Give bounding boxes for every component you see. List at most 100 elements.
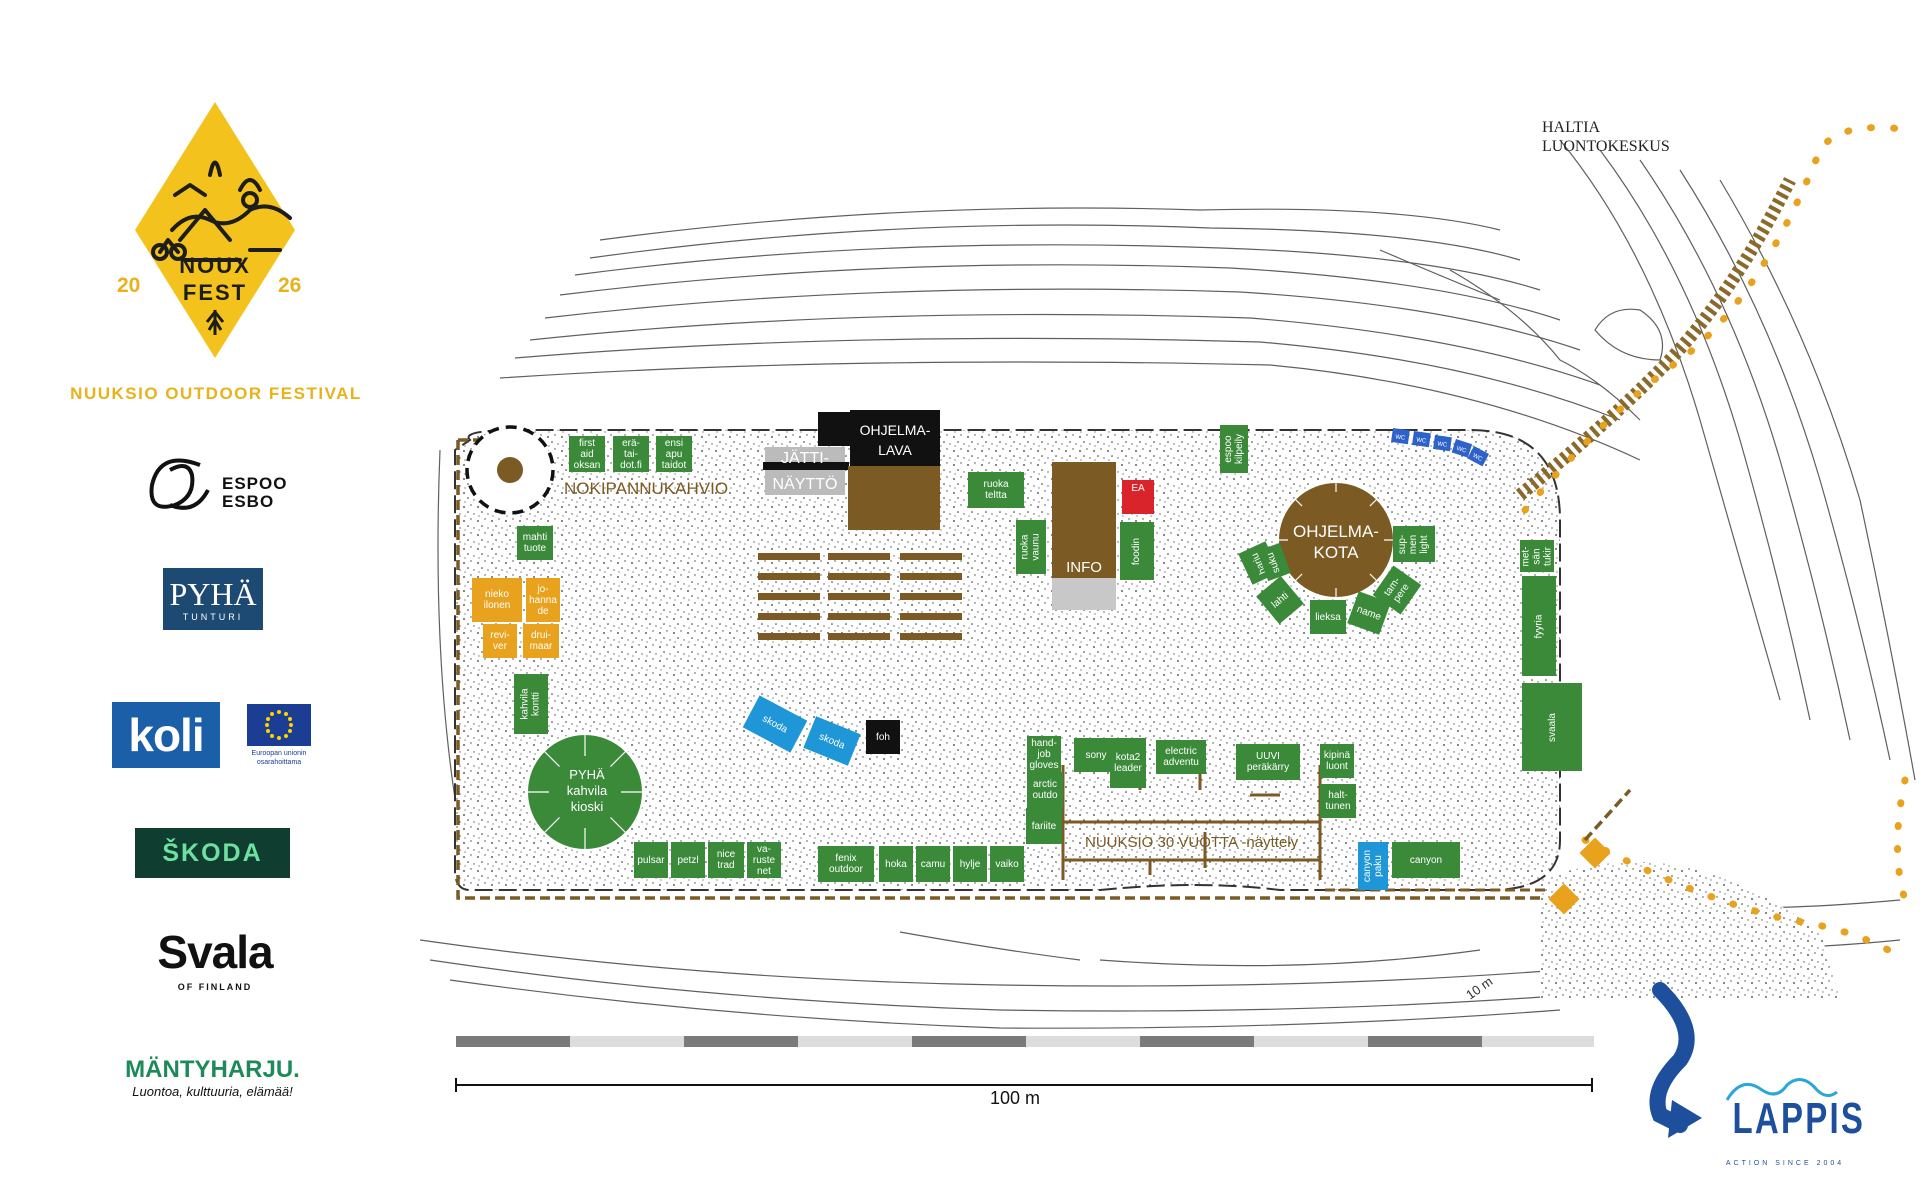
stand-lieksa: lieksa xyxy=(1310,600,1346,634)
stand-label: de xyxy=(537,605,549,617)
stand-label: kipinä xyxy=(1323,750,1351,761)
stand-label: outdo xyxy=(1032,790,1058,801)
stand-label: skoda xyxy=(760,712,790,736)
stand-label: petzl xyxy=(677,854,699,866)
lappis-wave-icon xyxy=(1725,1078,1838,1101)
nouxfest-logo: NOUX FEST xyxy=(135,102,295,358)
ea-label: EA xyxy=(1131,483,1145,494)
stand-label: vaunu xyxy=(1031,533,1042,561)
stand-label: ruoka xyxy=(1020,534,1031,560)
stand-label: kontti xyxy=(530,692,542,716)
stand-label: ruste xyxy=(752,854,776,866)
scale-label: 100 m xyxy=(990,1088,1041,1108)
mantyharju-name: MÄNTYHARJU. xyxy=(125,1056,300,1083)
stand-reviver: revi-ver xyxy=(483,624,517,658)
stand-label: camu xyxy=(920,858,946,870)
info-label: INFO xyxy=(1066,559,1102,576)
stand-label: oksan xyxy=(573,459,601,471)
stand-label: hoka xyxy=(885,858,907,870)
eu-line1: Euroopan unionin xyxy=(251,750,307,757)
stand-label: arctic xyxy=(1033,779,1057,790)
stand-label: ver xyxy=(493,641,507,652)
pyha-name: PYHÄ xyxy=(169,576,257,612)
stand-label: hylje xyxy=(959,858,981,870)
contour-label: 10 m xyxy=(1463,974,1495,1003)
stand-label: sup- xyxy=(1397,534,1409,554)
eu-flag-icon xyxy=(247,704,311,746)
stand-hylje: hylje xyxy=(953,846,987,882)
stand-label: kilpeily xyxy=(1234,433,1246,465)
stand-label: maar xyxy=(529,641,553,652)
logo-line1: NOUX xyxy=(179,253,251,278)
stand-vaiko: vaiko xyxy=(990,846,1024,882)
stand-label: trad xyxy=(717,860,735,871)
skoda-logo: ŠKODA xyxy=(135,828,290,878)
year-right: 26 xyxy=(278,274,302,297)
stand-label: sän xyxy=(1531,547,1543,565)
stand-label: UUVI xyxy=(1256,751,1280,762)
stand-label: pulsar xyxy=(637,854,665,866)
stand-label: sony xyxy=(1085,749,1107,761)
stand-label: aid xyxy=(580,448,594,460)
ohjelmalava-line2: LAVA xyxy=(878,442,912,458)
stand-label: vaiko xyxy=(995,858,1019,870)
mantyharju-slogan: Luontoa, kulttuuria, elämää! xyxy=(132,1084,293,1099)
stand-label: foodin xyxy=(1131,537,1143,565)
lappis-slogan: ACTION SINCE 2004 xyxy=(1725,1160,1845,1167)
stand-label: nice xyxy=(716,849,736,860)
stand-label: espoo xyxy=(1223,435,1235,463)
stand-label: jo- xyxy=(537,583,549,595)
stand-fyyria: fyyria xyxy=(1522,576,1556,676)
stand-label: apu xyxy=(665,448,683,460)
wc-row: WC WC WC WC WC xyxy=(1391,428,1490,467)
ohjelmakota-line1: OHJELMA- xyxy=(1293,522,1379,541)
svg-text:WC: WC xyxy=(1456,446,1468,455)
stand-label: nieko xyxy=(485,589,509,600)
stand-label: paku xyxy=(1373,855,1384,877)
espoo-logo-icon xyxy=(149,458,210,510)
fence-boundary xyxy=(456,440,1545,900)
stand-label: lieksa xyxy=(1315,611,1341,623)
stand-halttunen: halt-tunen xyxy=(1320,784,1356,818)
logo-line2: FEST xyxy=(183,280,247,305)
stand-label: canyon xyxy=(1409,854,1443,866)
stand-label: ilonen xyxy=(483,600,511,611)
skoda-name: ŠKODA xyxy=(162,839,263,867)
lappis-arrow-icon xyxy=(1649,982,1695,1133)
scale-bar xyxy=(455,1036,1594,1092)
stand-label: leader xyxy=(1114,763,1142,774)
stand-label: drui- xyxy=(530,630,551,641)
stand-foh: foh xyxy=(866,720,900,754)
svala-sub: OF FINLAND xyxy=(177,982,253,992)
svala-name: Svala xyxy=(157,926,273,978)
stand-label: teltta xyxy=(985,490,1007,501)
lappis-name: LAPPIS xyxy=(1732,1094,1866,1143)
koli-logo: koli xyxy=(112,702,220,768)
stand-label: outdoor xyxy=(829,864,863,875)
stand-label: gloves xyxy=(1029,759,1059,771)
stage-tower-left xyxy=(818,412,852,446)
trail-dots xyxy=(1521,124,1914,964)
stand-label: adventu xyxy=(1163,757,1199,768)
koli-name: koli xyxy=(128,709,204,761)
stand-label: foh xyxy=(876,731,890,743)
eu-line2: osarahoittama xyxy=(256,759,302,766)
nuuksio-exhibit-label: NUUKSIO 30 VUOTTA -näyttely xyxy=(1085,834,1299,851)
haltia-line1: HALTIA xyxy=(1542,119,1601,136)
terrain-contours xyxy=(419,139,1916,1029)
ea-box xyxy=(1122,480,1154,514)
haltia-line2: LUONTOKESKUS xyxy=(1542,138,1670,155)
